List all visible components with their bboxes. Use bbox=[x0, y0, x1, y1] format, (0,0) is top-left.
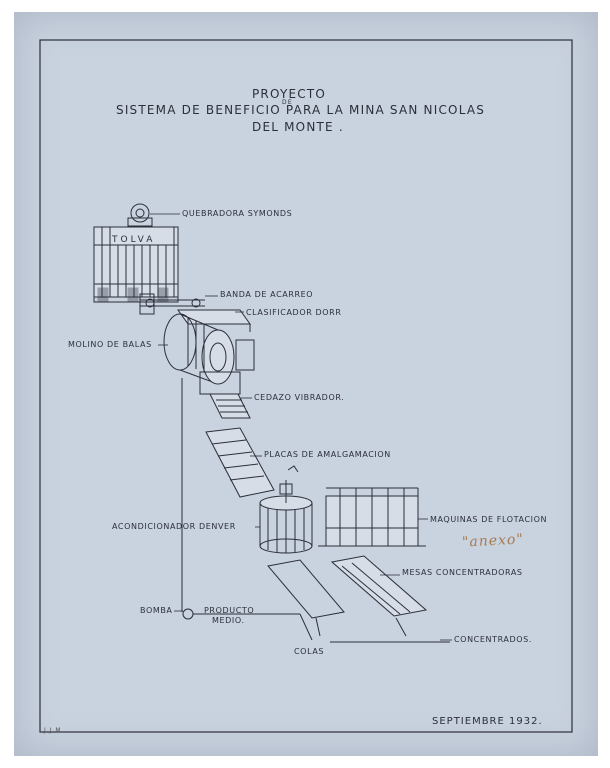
label-medio: MEDIO. bbox=[212, 616, 245, 625]
pump-line bbox=[181, 378, 450, 643]
label-colas: COLAS bbox=[294, 647, 325, 656]
label-tolva: TOLVA bbox=[112, 235, 156, 245]
label-clasificador: CLASIFICADOR DORR bbox=[246, 308, 342, 317]
initials: J.J.M. bbox=[44, 727, 65, 734]
date: SEPTIEMBRE 1932. bbox=[432, 716, 543, 727]
conveyor-belt bbox=[139, 293, 205, 315]
label-flotacion: MAQUINAS DE FLOTACION bbox=[430, 515, 548, 524]
label-cedazo: CEDAZO VIBRADOR. bbox=[254, 393, 345, 402]
title-line-1: PROYECTO bbox=[252, 87, 327, 101]
border-frame bbox=[39, 39, 573, 733]
flotation-machines bbox=[318, 487, 426, 547]
label-bomba: BOMBA bbox=[140, 606, 173, 615]
title-line-3: DEL MONTE . bbox=[252, 120, 344, 134]
paper-background bbox=[14, 12, 598, 756]
leader-lines bbox=[150, 213, 452, 641]
conditioner-denver bbox=[259, 465, 313, 554]
ball-mill bbox=[163, 313, 255, 395]
label-acondicionador: ACONDICIONADOR DENVER bbox=[112, 522, 236, 531]
label-molino: MOLINO DE BALAS bbox=[68, 340, 152, 349]
hopper-tolva bbox=[93, 226, 179, 303]
label-mesas: MESAS CONCENTRADORAS bbox=[402, 568, 523, 577]
vibrating-screen bbox=[209, 393, 251, 419]
crusher-symonds bbox=[127, 203, 153, 227]
stamp-annotation: "anexo" bbox=[461, 531, 525, 551]
concentrating-tables bbox=[267, 555, 428, 637]
label-quebradora: QUEBRADORA SYMONDS bbox=[182, 209, 293, 218]
label-concentrados: CONCENTRADOS. bbox=[454, 635, 532, 644]
label-placas: PLACAS DE AMALGAMACION bbox=[264, 450, 391, 459]
title-de: DE bbox=[282, 99, 293, 106]
label-producto: PRODUCTO bbox=[204, 606, 255, 615]
label-banda: BANDA DE ACARREO bbox=[220, 290, 314, 299]
amalgamation-plates bbox=[205, 427, 275, 498]
title-line-2: SISTEMA DE BENEFICIO PARA LA MINA SAN NI… bbox=[116, 103, 486, 117]
